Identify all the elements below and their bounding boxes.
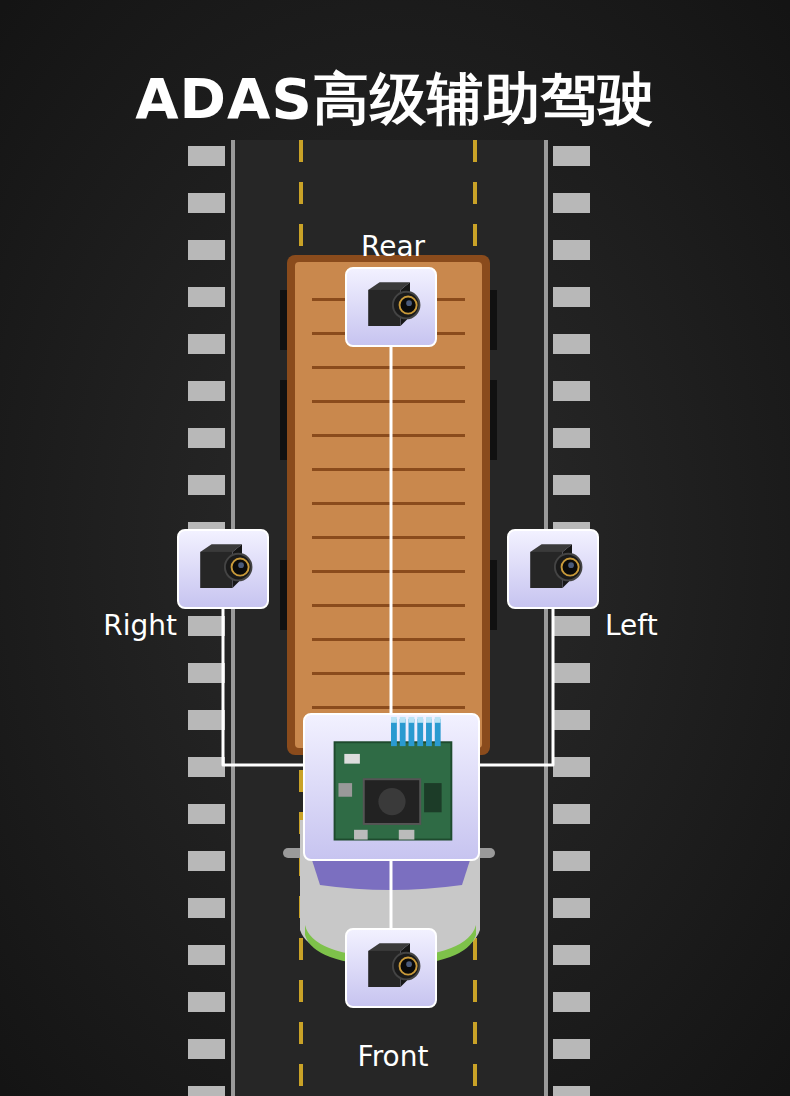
camera-box: Rear: [345, 267, 437, 347]
title: ADAS高级辅助驾驶: [0, 62, 790, 138]
video-cable: [390, 861, 393, 928]
video-cable: [390, 347, 393, 713]
camera-label: Rear: [361, 230, 425, 263]
camera-label: Front: [358, 1040, 429, 1073]
camera-box: Left: [507, 529, 599, 609]
board-icon: [305, 715, 478, 859]
controller-box: [303, 713, 480, 861]
video-cable: [480, 609, 553, 765]
video-cable: [223, 609, 303, 765]
camera-icon: [347, 930, 435, 1006]
camera-box: Right: [177, 529, 269, 609]
camera-label: Right: [103, 609, 177, 642]
camera-icon: [509, 531, 597, 607]
camera-label: Left: [605, 609, 658, 642]
camera-box: Front: [345, 928, 437, 1008]
camera-icon: [179, 531, 267, 607]
camera-icon: [347, 269, 435, 345]
